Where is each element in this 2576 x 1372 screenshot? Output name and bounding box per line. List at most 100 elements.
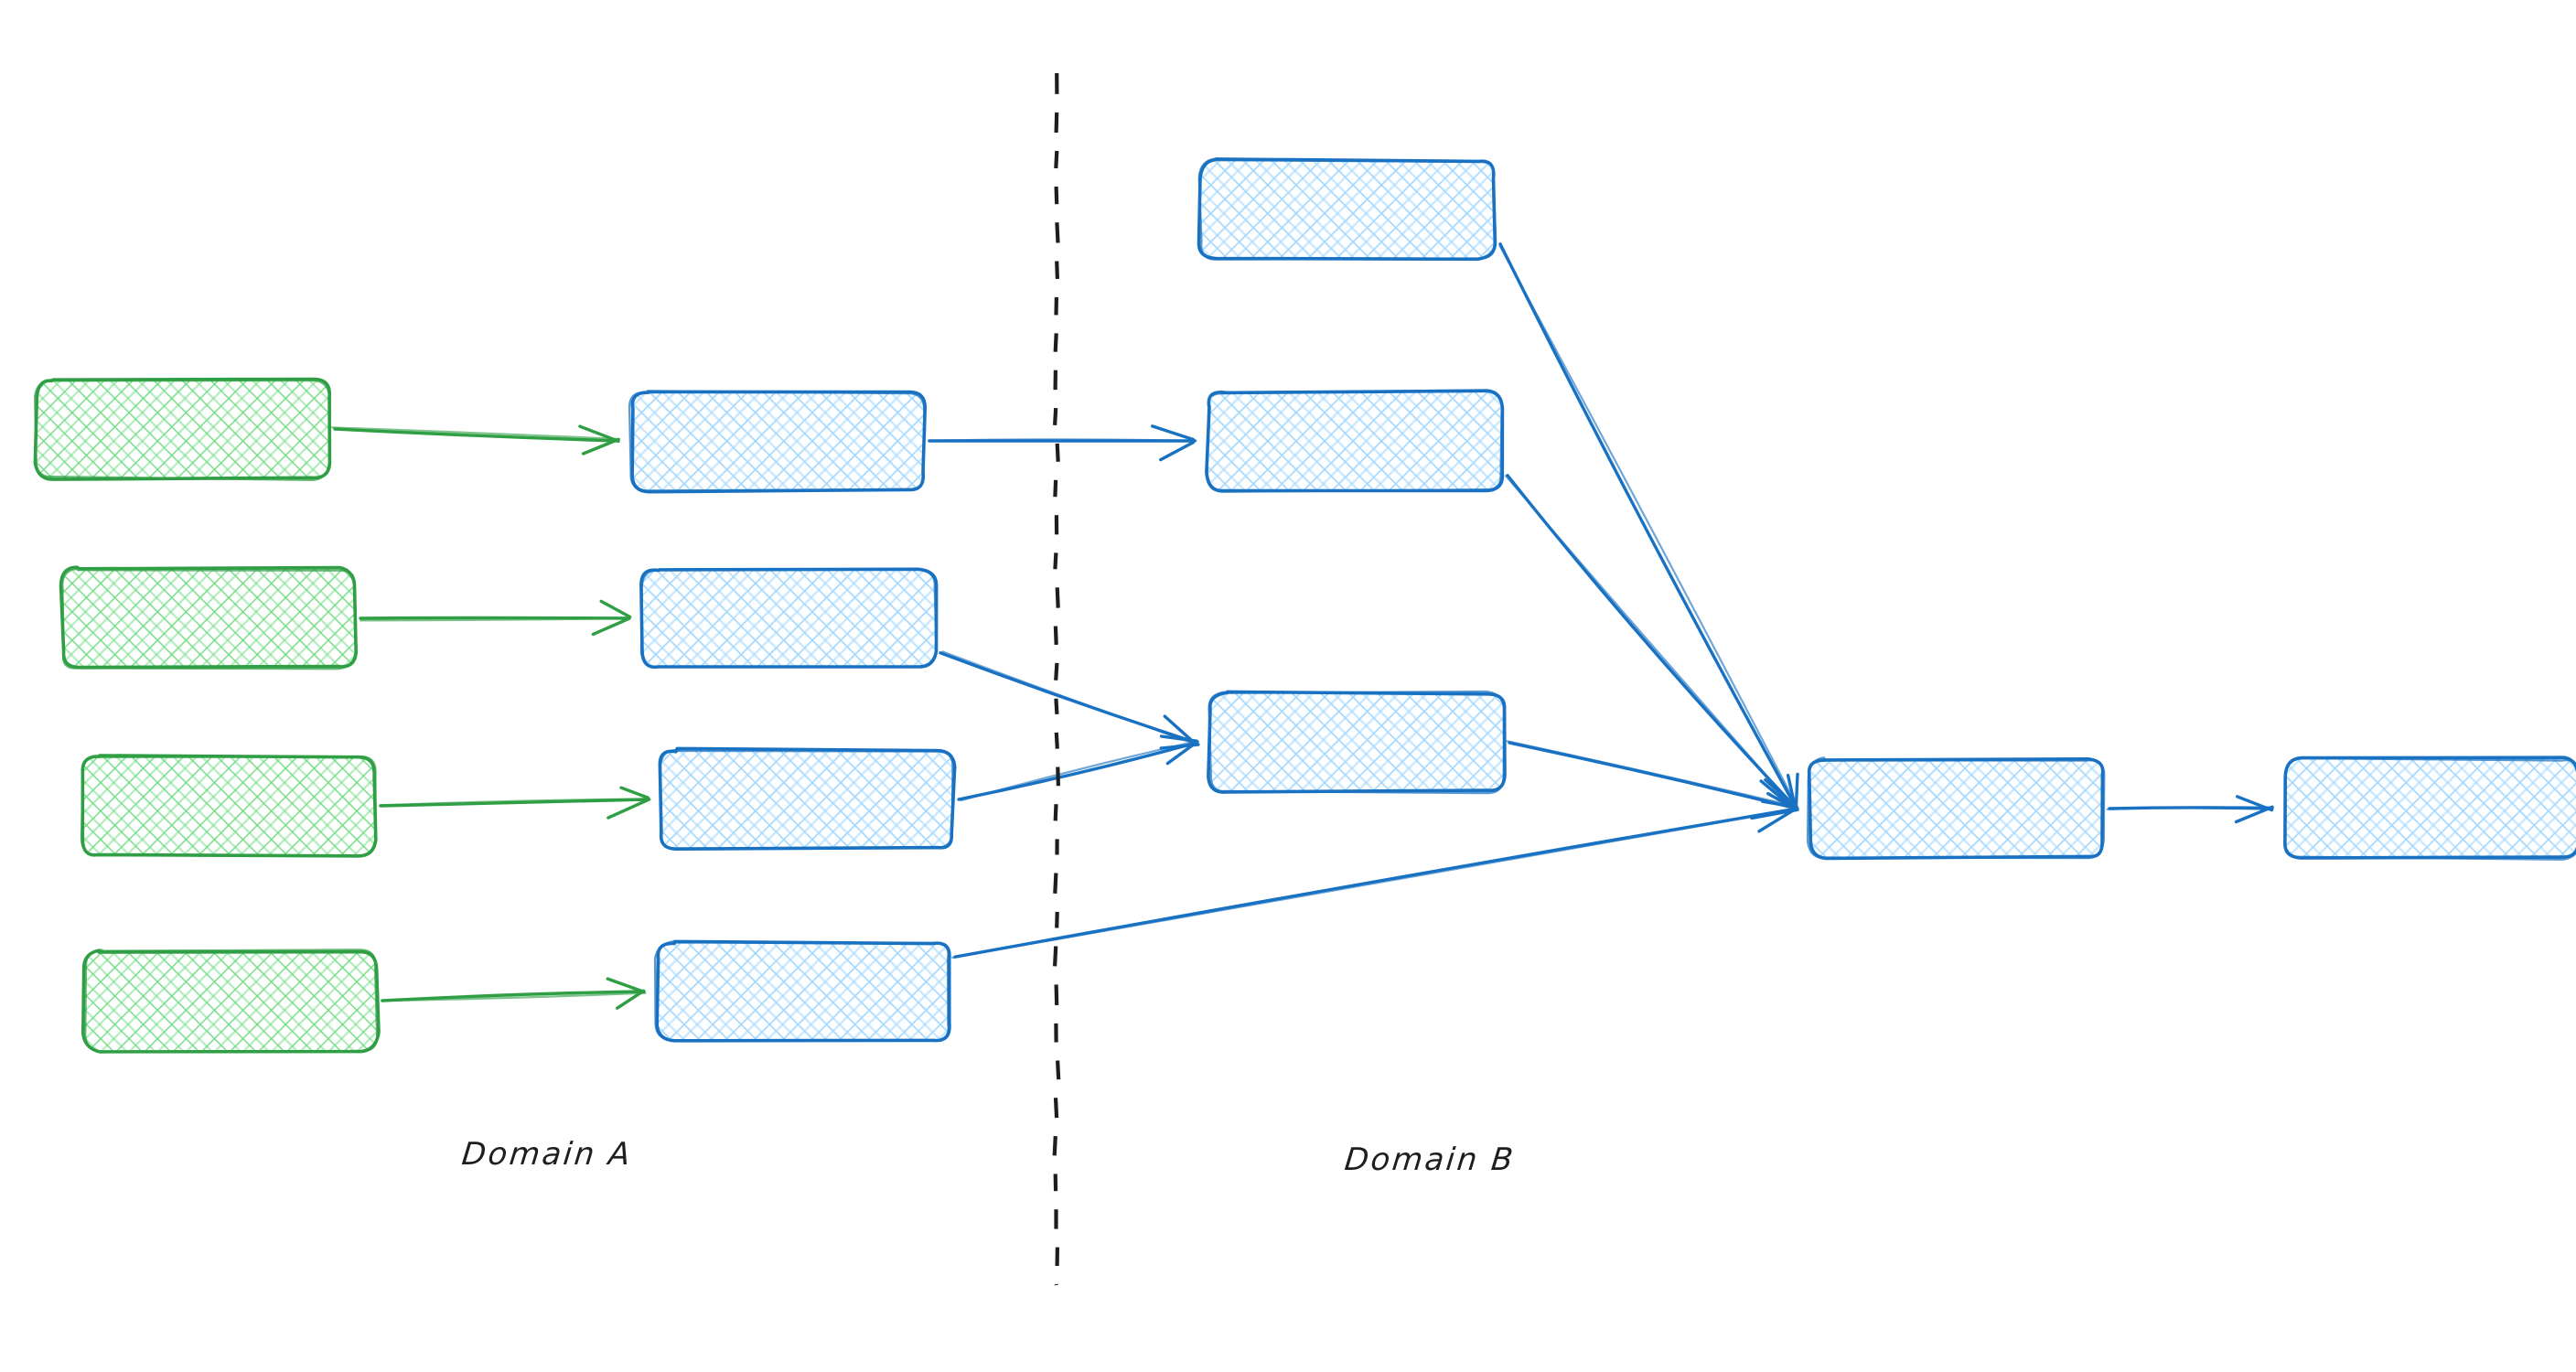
edge-stroke <box>333 427 620 443</box>
divider-dash <box>1056 766 1060 787</box>
node-fill-hatch-b <box>62 569 355 668</box>
edge-stroke <box>1498 244 1799 809</box>
edge-stroke <box>1506 474 1798 810</box>
node-a2-domain-a-source[interactable] <box>59 565 358 670</box>
divider-dash <box>1052 1135 1057 1156</box>
edge-e7-m3-to-b3[interactable] <box>957 734 1199 802</box>
divider-dash <box>1055 587 1060 608</box>
edge-e11-m4-to-b4[interactable] <box>951 799 1798 959</box>
node-outline <box>1197 157 1497 261</box>
edge-e9-b2-to-b4[interactable] <box>1505 474 1798 811</box>
divider-dash <box>1055 443 1060 462</box>
arrow-head <box>2234 795 2274 824</box>
node-b2-domain-b-node[interactable] <box>1205 389 1505 493</box>
edge-stroke <box>381 991 647 1002</box>
edge-e6-m2-to-b3[interactable] <box>939 650 1200 750</box>
node-a4-domain-a-source[interactable] <box>81 949 381 1054</box>
node-outline <box>80 755 377 857</box>
divider-dash <box>1054 698 1059 715</box>
edge-stroke <box>379 798 649 807</box>
edge-e8-b1-to-b4[interactable] <box>1498 242 1799 811</box>
node-b4-domain-b-merge[interactable] <box>1806 756 2106 861</box>
edge-stroke <box>951 808 1798 959</box>
divider-dash <box>1054 150 1059 169</box>
edge-e5-m1-to-b2[interactable] <box>928 424 1197 462</box>
node-fill-hatch-b <box>2285 759 2576 858</box>
node-a3-domain-a-source[interactable] <box>80 754 378 858</box>
node-outline <box>1206 389 1503 493</box>
divider-dash <box>1056 1060 1061 1080</box>
node-m1-domain-a-process[interactable] <box>628 390 928 494</box>
arrow-head <box>1151 424 1195 462</box>
edge-stroke <box>1505 475 1798 810</box>
nodes-layer <box>33 157 2576 1054</box>
edge-e12-b4-to-b5[interactable] <box>2106 795 2274 824</box>
divider-dash <box>1054 662 1059 681</box>
node-a1-domain-a-source[interactable] <box>33 377 332 481</box>
node-outline <box>2283 756 2576 861</box>
divider-dash <box>1053 804 1058 821</box>
node-fill-hatch-b <box>84 951 377 1050</box>
edge-e2-a2-to-m2[interactable] <box>359 599 632 637</box>
edge-stroke <box>381 990 646 1002</box>
edge-stroke <box>960 740 1197 802</box>
edge-stroke <box>941 650 1197 745</box>
node-outline <box>61 567 358 670</box>
divider-dash <box>1053 946 1058 967</box>
edge-e3-a3-to-m3[interactable] <box>379 786 651 820</box>
node-outline <box>1208 690 1506 795</box>
arrow-head <box>1159 734 1199 766</box>
edge-stroke <box>331 426 621 441</box>
divider-dash <box>1053 552 1058 570</box>
node-fill-hatch-b <box>657 942 950 1041</box>
node-fill-hatch-b <box>1208 391 1502 490</box>
edge-stroke <box>2106 806 2274 810</box>
edge-stroke <box>1506 740 1798 809</box>
arrow-head <box>1757 799 1798 833</box>
edge-stroke <box>360 617 630 622</box>
node-outline <box>639 568 938 669</box>
node-m3-domain-a-process[interactable] <box>658 746 957 851</box>
divider-dash <box>1053 1098 1059 1119</box>
divider-dash <box>1053 479 1058 498</box>
arrow-head <box>606 786 651 820</box>
node-outline <box>628 390 926 492</box>
node-fill-hatch-b <box>1809 759 2104 858</box>
edge-stroke <box>928 438 1197 442</box>
node-fill-hatch-b <box>1200 160 1495 259</box>
divider-dash <box>1053 626 1058 645</box>
node-outline <box>1806 756 2106 860</box>
node-fill-hatch-b <box>82 756 375 855</box>
domain-b-label: Domain B <box>1342 1142 1518 1178</box>
arrow-head <box>578 424 620 456</box>
node-fill-hatch-b <box>1209 693 1504 792</box>
divider-dash <box>1053 407 1058 426</box>
node-outline <box>653 939 950 1042</box>
node-outline <box>84 949 379 1054</box>
node-fill-hatch-b <box>660 750 953 849</box>
node-b3-domain-b-node[interactable] <box>1207 690 1507 795</box>
node-m4-domain-a-process[interactable] <box>653 939 951 1043</box>
edge-stroke <box>1508 741 1798 810</box>
divider-layer <box>1052 72 1061 1286</box>
domain-a-label: Domain A <box>459 1136 635 1173</box>
node-fill-hatch-b <box>642 569 935 668</box>
node-outline <box>34 378 331 481</box>
edge-e4-a4-to-m4[interactable] <box>381 977 647 1010</box>
edge-stroke <box>1498 242 1798 810</box>
node-outline <box>659 748 954 850</box>
node-fill-hatch-b <box>37 380 329 478</box>
node-m2-domain-a-process[interactable] <box>639 567 939 670</box>
node-fill-hatch-b <box>631 391 924 490</box>
domain-divider <box>1052 72 1061 1286</box>
edges-layer <box>331 242 2274 1010</box>
node-b1-domain-b-node[interactable] <box>1197 157 1497 262</box>
arrow-head <box>591 599 632 637</box>
edge-e10-b3-to-b4[interactable] <box>1506 740 1799 820</box>
arrow-head <box>606 977 646 1010</box>
node-b5-domain-b-sink[interactable] <box>2283 756 2576 861</box>
divider-dash <box>1053 873 1058 895</box>
edge-e1-a1-to-m1[interactable] <box>331 424 621 456</box>
